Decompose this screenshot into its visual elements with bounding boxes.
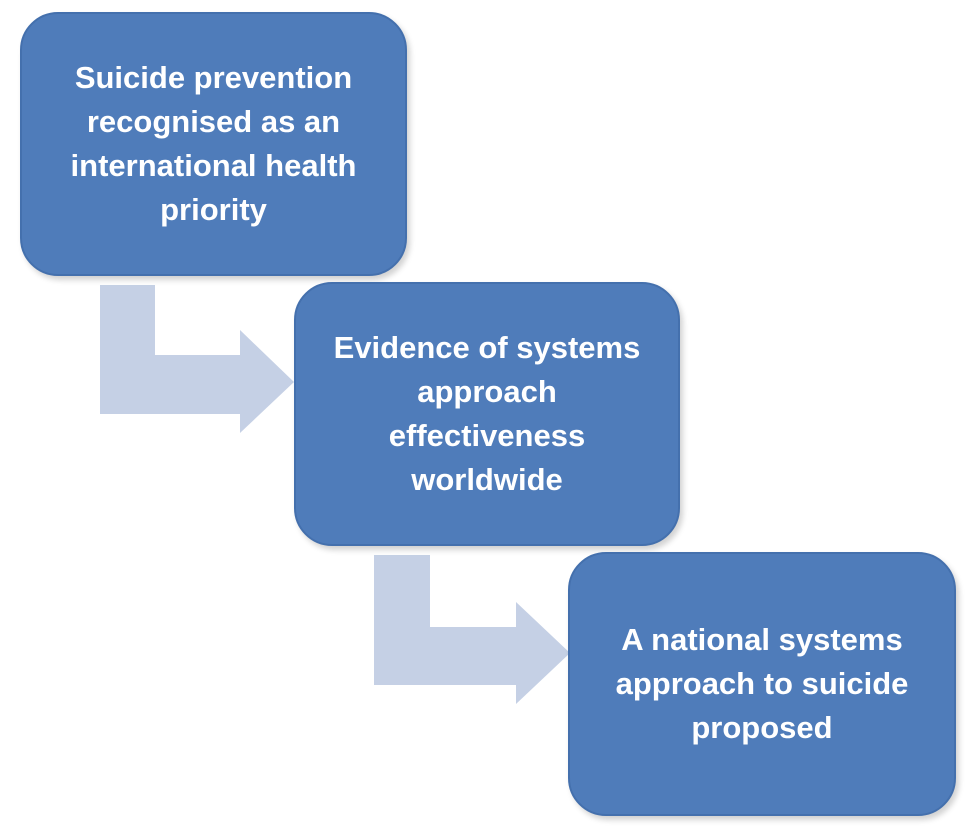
step-box-1: Suicide prevention recognised as an inte… xyxy=(20,12,407,276)
step-box-1-line: Suicide prevention xyxy=(74,60,353,95)
step-box-1-line: international health xyxy=(70,148,357,183)
step-box-2-line: approach xyxy=(417,374,557,409)
bent-arrow-1 xyxy=(100,285,294,433)
step-box-3-text: A national systems approach to suicide p… xyxy=(616,618,909,750)
step-box-3-line: proposed xyxy=(691,710,833,745)
step-box-2-line: worldwide xyxy=(411,462,563,497)
step-box-1-line: recognised as an xyxy=(86,104,341,139)
step-box-2: Evidence of systems approach effectivene… xyxy=(294,282,680,546)
bent-arrow-2 xyxy=(374,555,570,704)
step-box-2-line: Evidence of systems xyxy=(333,330,641,365)
step-box-2-text: Evidence of systems approach effectivene… xyxy=(334,326,641,502)
step-box-3-line: A national systems xyxy=(621,622,903,657)
step-box-1-text: Suicide prevention recognised as an inte… xyxy=(71,56,357,232)
step-box-1-line: priority xyxy=(160,192,267,227)
step-box-3-line: approach to suicide xyxy=(615,666,909,701)
step-box-3: A national systems approach to suicide p… xyxy=(568,552,956,816)
step-box-2-line: effectiveness xyxy=(388,418,586,453)
